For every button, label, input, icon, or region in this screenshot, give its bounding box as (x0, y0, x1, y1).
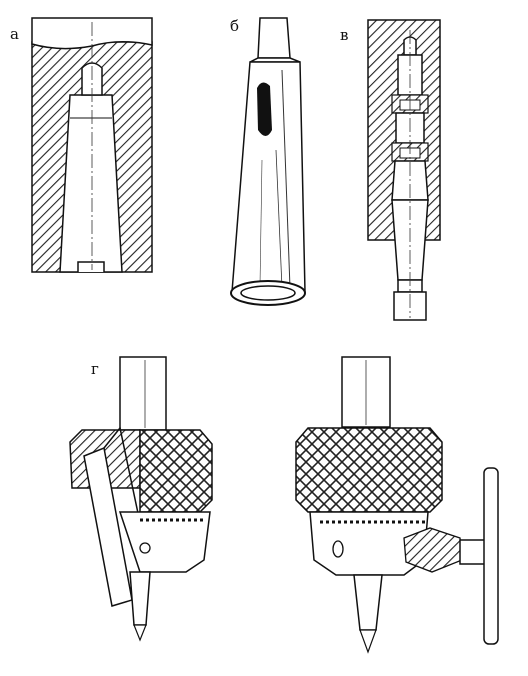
diagram-chuck-with-key (295, 356, 499, 654)
label-a: а (10, 25, 19, 43)
diagram-b-adapter-sleeve (230, 17, 306, 306)
diagram-v-spindle-adapter-section (367, 19, 441, 321)
label-b: б (230, 17, 240, 35)
label-v: в (340, 26, 349, 44)
diagram-g-drill-chuck-section (69, 356, 213, 642)
diagram-a-spindle-section (31, 17, 153, 273)
label-g: г (91, 360, 99, 378)
